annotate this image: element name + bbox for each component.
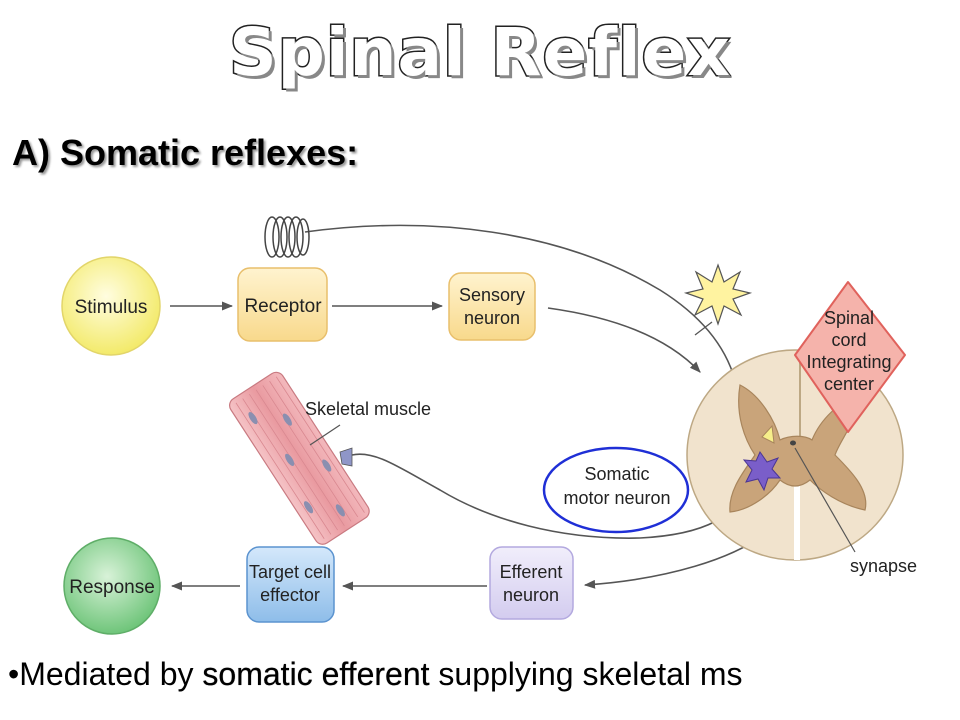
skeletal-muscle-label: Skeletal muscle bbox=[305, 399, 431, 419]
synapse-label: synapse bbox=[850, 556, 917, 576]
spinal-cord-label-1: Spinal bbox=[824, 308, 874, 328]
stimulus-label: Stimulus bbox=[75, 297, 148, 318]
section-heading: A) Somatic reflexes: bbox=[12, 132, 359, 173]
response-label: Response bbox=[69, 577, 155, 598]
somatic-motor-neuron-highlight bbox=[542, 446, 690, 534]
target-cell-label-1: Target cell bbox=[249, 562, 331, 582]
bullet-suffix: supplying skeletal ms bbox=[429, 656, 743, 692]
target-cell-node: Target cell effector bbox=[246, 546, 335, 623]
efferent-neuron-label-2: neuron bbox=[503, 585, 559, 605]
sensory-neuron-label-2: neuron bbox=[464, 308, 520, 328]
reflex-diagram: Stimulus Receptor Sensory neuron Spinal … bbox=[61, 216, 917, 635]
sensory-fiber-curve bbox=[304, 224, 737, 382]
receptor-label: Receptor bbox=[244, 296, 322, 317]
bullet-prefix: Mediated by bbox=[19, 656, 203, 692]
spinal-cord-label-3: Integrating bbox=[806, 352, 891, 372]
slide-title: Spinal Reflex bbox=[228, 13, 732, 93]
neuromuscular-junction-icon bbox=[339, 447, 353, 467]
stimulus-node: Stimulus bbox=[61, 256, 161, 356]
bullet-point: •Mediated by somatic efferent supplying … bbox=[8, 656, 743, 693]
motor-neuron-body-icon bbox=[742, 450, 782, 492]
sensory-neuron-curve bbox=[547, 307, 701, 373]
somatic-motor-neuron-label-2: motor neuron bbox=[563, 488, 670, 508]
skeletal-muscle-illustration bbox=[229, 371, 370, 545]
sensory-neuron-node: Sensory neuron bbox=[448, 272, 536, 341]
receptor-node: Receptor bbox=[237, 267, 328, 342]
star-pointer-line bbox=[694, 321, 713, 336]
synapse-pointer bbox=[794, 447, 856, 553]
signal-star-icon bbox=[683, 263, 753, 326]
spinal-cord-label-2: cord bbox=[831, 330, 866, 350]
skeletal-muscle-pointer bbox=[309, 424, 341, 446]
receptor-coil-icon bbox=[264, 216, 310, 258]
efferent-neuron-label-1: Efferent bbox=[500, 562, 563, 582]
response-node: Response bbox=[63, 537, 161, 635]
sensory-neuron-label-1: Sensory bbox=[459, 285, 525, 305]
efferent-neuron-node: Efferent neuron bbox=[489, 546, 574, 620]
bullet-marker: • bbox=[8, 656, 20, 692]
target-cell-label-2: effector bbox=[260, 585, 320, 605]
bullet-emphasis: somatic efferent bbox=[202, 656, 430, 692]
integrating-center-node: Spinal cord Integrating center bbox=[794, 281, 906, 433]
somatic-motor-neuron-label-1: Somatic bbox=[584, 464, 649, 484]
spinal-cord-label-4: center bbox=[824, 374, 874, 394]
